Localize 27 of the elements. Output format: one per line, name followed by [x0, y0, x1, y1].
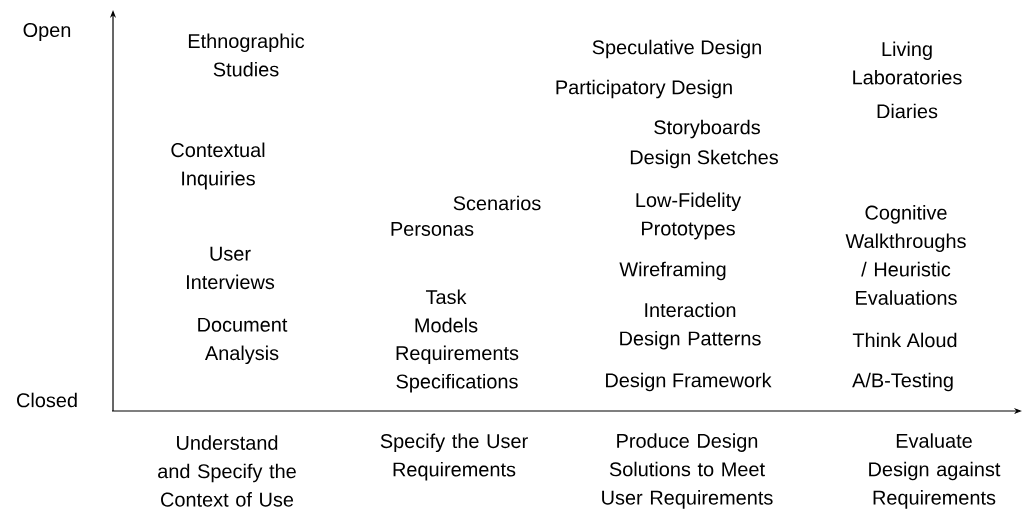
phase-label: Evaluate Design against Requirements — [869, 433, 1001, 509]
method-label: Wireframing — [619, 261, 726, 281]
phase-label: Understand and Specify the Context of Use — [158, 435, 296, 507]
method-label: Low-Fidelity Prototypes — [636, 192, 742, 240]
phase-label: Produce Design Solutions to Meet User Requirements — [602, 433, 773, 509]
method-label: Ethnographic Studies — [188, 33, 305, 77]
method-label: Think Aloud — [852, 332, 957, 348]
method-label: Cognitive Walkthroughs / Heuristic Evaluations — [845, 205, 966, 305]
method-label: Speculative Design — [592, 39, 761, 59]
method-label: User Interviews — [187, 246, 275, 290]
method-label: A/B-Testing — [852, 372, 953, 392]
method-label: Living Laboratories — [853, 41, 962, 85]
axis-label: Open — [23, 23, 71, 42]
method-label: Design Framework — [606, 372, 772, 392]
axis-label: Closed — [17, 392, 77, 408]
method-label: Interaction Design Patterns — [620, 302, 761, 350]
method-label: Contextual Inquiries — [171, 142, 265, 190]
phase-label: Specify the User Requirements — [380, 433, 528, 481]
method-label: Personas — [391, 222, 474, 236]
method-label: Task Models — [415, 289, 478, 333]
method-label: Diaries — [877, 103, 938, 119]
method-label: Document Analysis — [198, 317, 288, 365]
method-label: Storyboards — [654, 119, 760, 139]
method-label: Requirements Specifications — [396, 345, 519, 393]
method-label: Scenarios — [453, 195, 541, 211]
method-label: Participatory Design — [556, 79, 732, 99]
method-label: Design Sketches — [630, 149, 778, 169]
